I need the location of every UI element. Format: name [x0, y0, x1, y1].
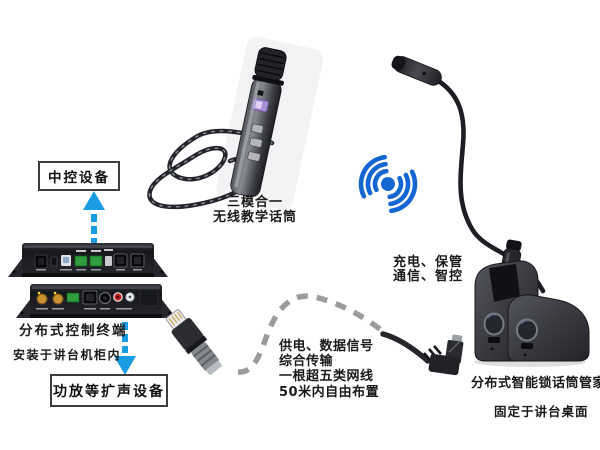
dock-title: 分布式智能锁话筒管家 [471, 376, 600, 391]
amplifier-box: 功放等扩声设备 [50, 374, 168, 407]
amplifier-label: 功放等扩声设备 [53, 383, 165, 400]
terminal-title: 分布式控制终端 [19, 323, 128, 339]
dock-features-line2: 通信、智控 [393, 268, 464, 284]
central-control-label: 中控设备 [48, 170, 110, 186]
cable-info-line1: 供电、数据信号 [279, 339, 374, 354]
dock-note: 固定于讲台桌面 [494, 404, 589, 419]
dock-features-line1: 充电、保管 [393, 255, 464, 270]
dock-features: 充电、保管 通信、智控 [393, 256, 463, 283]
cable-info-line4: 50米内自由布置 [279, 384, 380, 400]
handheld-mic-image [230, 47, 287, 198]
handheld-mic-caption-line2: 无线教学话筒 [212, 210, 297, 225]
control-terminal-rear-image [8, 243, 168, 277]
network-cable-dashed [237, 293, 387, 375]
control-terminal-front-image [16, 284, 176, 318]
central-control-box: 中控设备 [38, 161, 120, 191]
cable-info-line2: 综合传输 [279, 354, 334, 370]
dock-station-image [474, 239, 590, 367]
up-arrow-icon [83, 191, 105, 244]
right-angle-connector-icon [380, 331, 464, 376]
handheld-mic-caption-line1: 三模合一 [226, 195, 283, 210]
handheld-mic-caption: 三模合一 无线教学话筒 [192, 195, 318, 225]
terminal-note: 安装于讲台机柜内 [13, 348, 122, 362]
rj45-connector-icon [165, 309, 222, 375]
wifi-signal-icon [358, 154, 418, 214]
cable-info-line3: 一根超五类网线 [279, 369, 374, 385]
cable-info: 供电、数据信号 综合传输 一根超五类网线 50米内自由布置 [279, 339, 379, 400]
